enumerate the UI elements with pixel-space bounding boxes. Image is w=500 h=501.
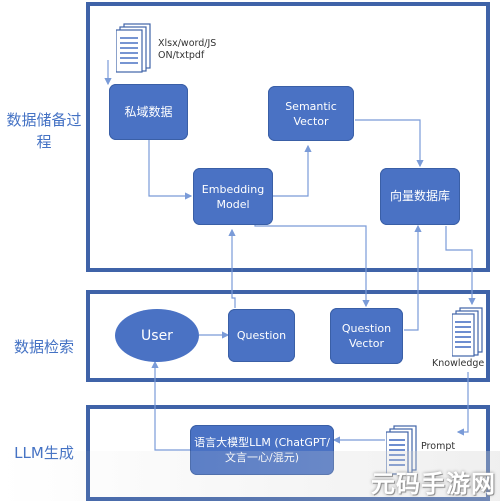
- llm-node: 语言大模型LLM (ChatGPT/文言一心/混元): [190, 425, 334, 475]
- knowledge-label: Knowledge: [432, 358, 485, 369]
- section-label-storage: 数据储备过程: [6, 111, 82, 151]
- question-node: Question: [228, 309, 295, 362]
- embedding-model-node: Embedding Model: [193, 168, 273, 225]
- user-node: User: [115, 309, 199, 362]
- document-stack-icon: [116, 23, 151, 73]
- prompt-document-icon: [386, 425, 417, 475]
- section-label-generation: LLM生成: [6, 442, 82, 464]
- formats-label: Xlsx/word/JSON/txtpdf: [158, 38, 217, 61]
- watermark-backdrop: [0, 451, 500, 501]
- vector-db-node: 向量数据库: [380, 168, 460, 225]
- prompt-label: Prompt: [421, 441, 456, 452]
- private-data-node: 私域数据: [109, 84, 188, 140]
- section-label-retrieval: 数据检索: [13, 338, 74, 356]
- question-vector-node: Question Vector: [330, 308, 403, 364]
- semantic-vector-node: Semantic Vector: [268, 86, 354, 141]
- knowledge-document-icon: [452, 307, 483, 357]
- watermark-logo: 元码手游网: [371, 470, 496, 498]
